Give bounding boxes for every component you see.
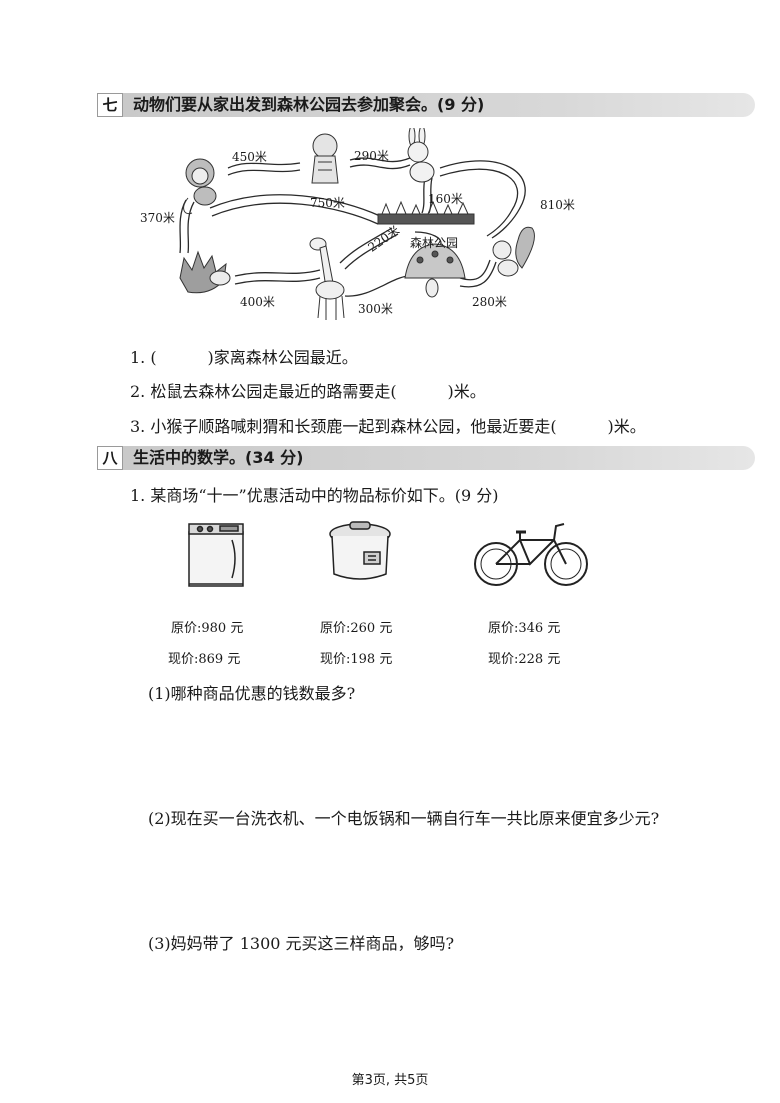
section-8-title: 生活中的数学。(34 分) [133,448,304,467]
subquestion-3: (3)妈妈带了 1300 元买这三样商品，够吗? [148,934,455,953]
section-7-number: 七 [97,93,123,117]
monkey-icon [183,158,217,215]
rice-cooker-current-price: 现价:198 元 [320,652,393,667]
rice-cooker-original-price: 原价:260 元 [320,621,393,636]
bicycle-original-price: 原价:346 元 [488,621,561,636]
rice-cooker-image [326,520,394,586]
question-8-1-intro: 1. 某商场“十一”优惠活动中的物品标价如下。(9 分) [130,486,499,505]
question-7-3: 3. 小猴子顺路喊刺猬和长颈鹿一起到森林公园，他最近要走( )米。 [130,417,646,436]
distance-label: 810米 [540,198,575,212]
washing-machine-icon [188,523,244,587]
section-7-title: 动物们要从家出发到森林公园去参加聚会。(9 分) [133,95,485,114]
bicycle-image [472,518,590,590]
giraffe-icon [309,237,345,320]
distance-label: 300米 [358,302,393,316]
park-label: 森林公园 [410,236,459,250]
squirrel-icon [492,226,535,277]
hedgehog-icon [179,250,231,294]
rice-cooker-icon [329,521,391,580]
subquestion-2: (2)现在买一台洗衣机、一个电饭锅和一辆自行车一共比原来便宜多少元? [148,809,660,828]
washing-machine-current-price: 现价:869 元 [168,652,241,667]
distance-label: 160米 [428,192,463,206]
bicycle-icon [474,523,588,586]
distance-label: 450米 [232,150,267,164]
peacock-icon [404,243,466,298]
question-7-2: 2. 松鼠去森林公园走最近的路需要走( )米。 [130,382,486,401]
distance-label: 400米 [240,295,275,309]
washing-machine-original-price: 原价:980 元 [171,621,244,636]
tiger-icon [311,133,339,184]
distance-label: 750米 [310,196,345,210]
forest-park-icon [377,200,475,225]
section-8-number: 八 [97,446,123,470]
section-8-header: 八 生活中的数学。(34 分) [97,446,755,470]
washing-machine-image [186,518,248,588]
distance-label: 370米 [140,211,175,225]
distance-label: 290米 [354,149,389,163]
subquestion-1: (1)哪种商品优惠的钱数最多? [148,684,356,703]
rabbit-icon [407,125,435,183]
question-7-1: 1. ( )家离森林公园最近。 [130,348,358,367]
page-footer: 第3页, 共5页 [351,1073,429,1088]
map-roads [179,125,535,320]
section-7-header: 七 动物们要从家出发到森林公园去参加聚会。(9 分) [97,93,755,117]
distance-label: 280米 [472,295,507,309]
bicycle-current-price: 现价:228 元 [488,652,561,667]
forest-map: 450米 290米 370米 750米 160米 810米 220米 400米 … [140,125,590,328]
